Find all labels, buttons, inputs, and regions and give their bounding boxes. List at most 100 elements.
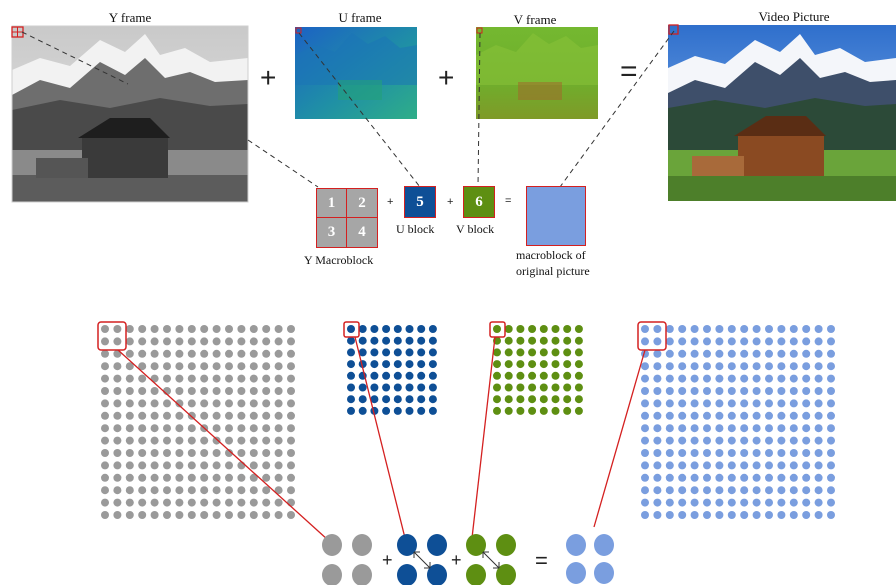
- grid-rgb-dot: [665, 498, 674, 507]
- grid-y-dot: [287, 424, 295, 433]
- grid-rgb-dot: [814, 473, 823, 482]
- grid-rgb-dot: [789, 436, 798, 445]
- grid-rgb-dot: [827, 374, 835, 383]
- grid-u-dot: [382, 360, 391, 369]
- grid-rgb-dot: [740, 362, 749, 371]
- grid-rgb-dot: [789, 424, 798, 433]
- grid-y-dot: [274, 374, 283, 383]
- grid-rgb-dot: [665, 399, 674, 408]
- grid-y-dot: [274, 337, 283, 346]
- grid-rgb-dot: [777, 424, 786, 433]
- grid-rgb-dot: [827, 387, 835, 395]
- grid-y-dot: [262, 337, 271, 346]
- grid-y-dot: [138, 387, 147, 395]
- grid-y-dot: [138, 461, 147, 470]
- grid-y-dot: [163, 424, 171, 433]
- grid-rgb-dot: [802, 461, 811, 470]
- grid-v-dot: [528, 348, 537, 357]
- grid-v-dot: [504, 325, 513, 333]
- grid-rgb-dot: [765, 387, 773, 395]
- grid-v-dot: [539, 360, 548, 369]
- grid-y-dot: [262, 449, 271, 457]
- grid-u-dot: [393, 395, 402, 404]
- grid-rgb-dot: [740, 473, 749, 482]
- grid-rgb-dot: [715, 362, 724, 371]
- grid-v-dot: [528, 325, 537, 333]
- grid-y-dot: [125, 362, 134, 371]
- grid-y-dot: [187, 349, 196, 358]
- grid-y-dot: [187, 473, 196, 482]
- grid-y-dot: [249, 424, 258, 433]
- grid-y-dot: [187, 461, 196, 470]
- grid-rgb-dot: [814, 511, 823, 519]
- plus-operator-mid-2: +: [447, 196, 454, 208]
- grid-u-dot: [428, 325, 437, 333]
- grid-y-dot: [175, 349, 184, 358]
- grid-y-dot: [125, 498, 134, 507]
- grid-u-dot: [382, 336, 391, 345]
- grid-rgb-dot: [665, 411, 674, 420]
- grid-y-dot: [101, 498, 109, 507]
- grid-y-dot: [175, 511, 184, 519]
- grid-rgb-dot: [827, 473, 835, 482]
- grid-rgb-dot: [653, 449, 662, 457]
- grid-y-dot: [125, 449, 134, 457]
- grid-rgb-dot: [777, 473, 786, 482]
- rgb-dot-grid: [641, 325, 835, 519]
- grid-rgb-dot: [703, 486, 711, 495]
- grid-rgb-dot: [727, 498, 736, 507]
- grid-y-dot: [287, 362, 295, 371]
- v-dot-grid: [493, 325, 583, 415]
- grid-y-dot: [138, 349, 147, 358]
- grid-v-dot: [493, 348, 501, 357]
- grid-rgb-dot: [641, 362, 649, 371]
- grid-y-dot: [138, 325, 147, 333]
- grid-rgb-dot: [665, 424, 674, 433]
- grid-rgb-dot: [665, 374, 674, 383]
- grid-y-dot: [287, 473, 295, 482]
- grid-y-dot: [125, 387, 134, 395]
- grid-v-dot: [574, 406, 583, 415]
- grid-u-dot: [347, 348, 355, 357]
- grid-y-dot: [200, 399, 209, 408]
- grid-rgb-dot: [802, 486, 811, 495]
- grid-u-dot: [417, 360, 426, 369]
- grid-y-dot: [212, 424, 221, 433]
- grid-y-dot: [287, 387, 295, 395]
- grid-y-dot: [200, 498, 209, 507]
- grid-rgb-dot: [740, 461, 749, 470]
- grid-rgb-dot: [740, 387, 749, 395]
- grid-y-dot: [274, 461, 283, 470]
- grid-y-dot: [287, 374, 295, 383]
- grid-y-dot: [113, 387, 122, 395]
- grid-y-dot: [287, 325, 295, 333]
- grid-u-dot: [393, 360, 402, 369]
- u-dot-grid: [347, 325, 437, 415]
- grid-u-dot: [393, 371, 402, 380]
- grid-rgb-dot: [740, 337, 749, 346]
- grid-y-dot: [175, 436, 184, 445]
- grid-v-dot: [516, 406, 525, 415]
- grid-v-dot: [574, 336, 583, 345]
- grid-rgb-dot: [827, 461, 835, 470]
- luma-2x2: [322, 534, 372, 585]
- grid-rgb-dot: [752, 337, 761, 346]
- grid-rgb-dot: [752, 436, 761, 445]
- grid-y-dot: [274, 424, 283, 433]
- grid-y-dot: [237, 498, 246, 507]
- grid-rgb-dot: [802, 498, 811, 507]
- grid-rgb-dot: [641, 461, 649, 470]
- grid-rgb-dot: [802, 473, 811, 482]
- dashed-connectors: [21, 30, 675, 188]
- grid-rgb-dot: [765, 337, 773, 346]
- grid-y-dot: [150, 424, 159, 433]
- grid-y-dot: [163, 449, 171, 457]
- plus-operator-mid-1: +: [387, 196, 394, 208]
- grid-rgb-dot: [653, 498, 662, 507]
- grid-rgb-dot: [690, 511, 699, 519]
- grid-rgb-dot: [703, 399, 711, 408]
- grid-rgb-dot: [765, 473, 773, 482]
- grid-v-dot: [563, 395, 572, 404]
- grid-v-dot: [539, 371, 548, 380]
- grid-y-dot: [225, 449, 233, 457]
